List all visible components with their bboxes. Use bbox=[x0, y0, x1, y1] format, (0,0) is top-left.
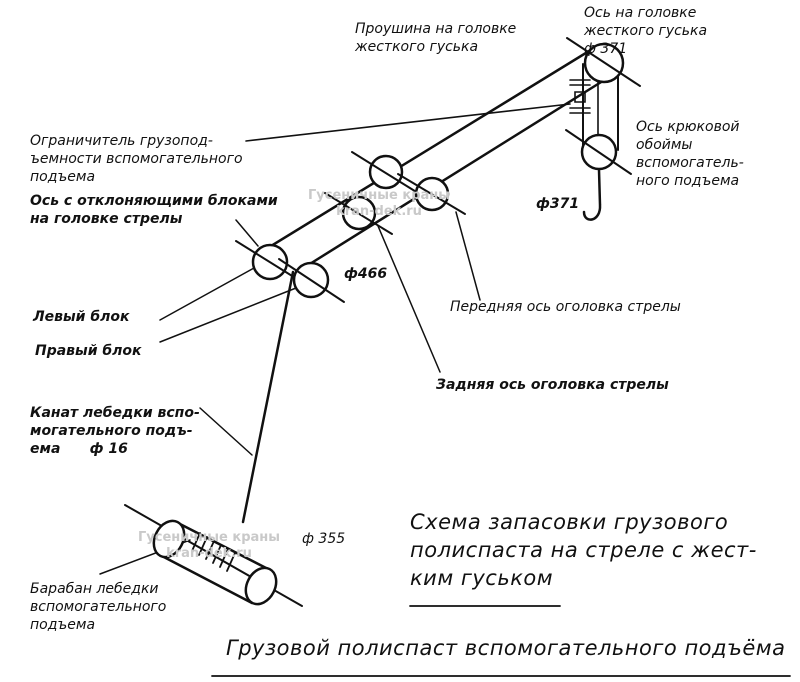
label-drum: Барабан лебедки вспомогательного подъема bbox=[30, 581, 167, 633]
leader-front-axis bbox=[455, 211, 481, 301]
leader-right-block bbox=[159, 287, 297, 343]
label-rope: Канат лебедки вспо- могательного подъ- е… bbox=[30, 405, 200, 457]
label-left-block: Левый блок bbox=[33, 309, 130, 325]
winch-rope bbox=[241, 270, 295, 524]
label-front-axis: Передняя ось оголовка стрелы bbox=[450, 299, 681, 315]
label-eye-on-head: Проушина на головке жесткого гуська bbox=[355, 21, 517, 55]
hook-icon bbox=[582, 168, 602, 221]
rear-head-sheave bbox=[324, 192, 393, 235]
main-title: Грузовой полиспаст вспомогательного подъ… bbox=[226, 636, 786, 660]
eye-link-icon bbox=[569, 79, 591, 114]
leader-deflect bbox=[235, 219, 259, 247]
watermark-top: Гусеничные краны kran-dek.ru bbox=[308, 188, 451, 219]
deflect-sheave-1 bbox=[351, 151, 419, 194]
watermark-bottom: Гусеничные краны kran-dek.ru bbox=[138, 530, 281, 561]
label-axis-on-head: Ось на головке жесткого гуська ф 371 bbox=[584, 5, 708, 57]
label-rear-axis: Задняя ось оголовка стрелы bbox=[436, 377, 669, 393]
label-deflect-axis: Ось с отклоняющими блоками на головке ст… bbox=[30, 193, 278, 227]
label-drum-diameter: ф 355 bbox=[302, 531, 346, 547]
label-limiter: Ограничитель грузопод- ъемности вспомога… bbox=[30, 133, 243, 185]
rope-left-to-top bbox=[256, 46, 596, 256]
leader-rope bbox=[199, 407, 253, 456]
deflect-sheave-2 bbox=[397, 173, 466, 215]
leader-rear-axis bbox=[377, 225, 441, 373]
label-dia-466: ф466 bbox=[344, 266, 388, 282]
limiter-leader bbox=[245, 103, 571, 142]
rope-right-to-top bbox=[303, 72, 616, 269]
right-block bbox=[278, 258, 345, 303]
label-hook-axis: Ось крюковой обоймы вспомогатель- ного п… bbox=[636, 119, 744, 189]
leader-left-block bbox=[159, 267, 255, 321]
winch-drum bbox=[124, 504, 303, 607]
label-right-block: Правый блок bbox=[35, 343, 142, 359]
scheme-title: Схема запасовки грузового полиспаста на … bbox=[410, 510, 757, 590]
hook-block-sheave bbox=[565, 129, 632, 175]
label-hook-diameter: ф371 bbox=[536, 196, 580, 212]
top-sheave bbox=[566, 37, 641, 87]
